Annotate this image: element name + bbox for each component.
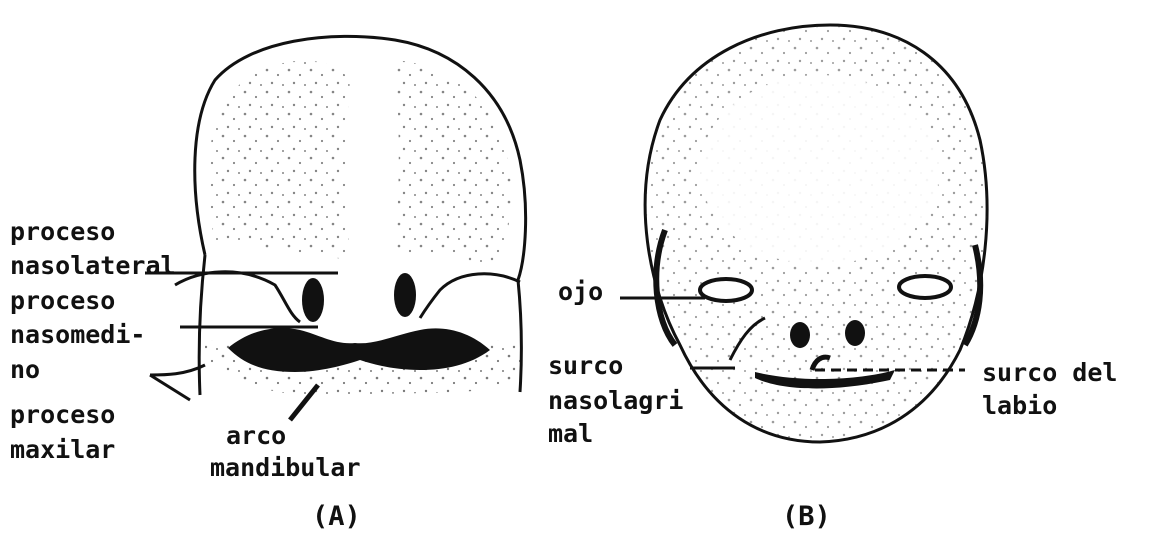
label-surco-nasolagrimal-3: mal: [548, 421, 593, 446]
label-surco-del-labio-2: labio: [982, 393, 1057, 418]
figure-a-drawing: [145, 36, 526, 420]
label-proceso-nasolateral-1: proceso: [10, 219, 115, 244]
pointer-maxilar: [150, 375, 190, 400]
eye-left: [700, 279, 752, 301]
nasal-pit-left: [302, 278, 324, 322]
label-proceso-nasomedial-3: no: [10, 357, 40, 382]
label-proceso-nasolateral-2: nasolateral: [10, 253, 176, 278]
caption-b: (B): [782, 503, 831, 530]
label-surco-nasolagrimal-1: surco: [548, 353, 623, 378]
label-proceso-maxilar-1: proceso: [10, 402, 115, 427]
label-arco-mandibular-2: mandibular: [210, 455, 361, 480]
figure-b-drawing: [620, 25, 987, 442]
maxillary-line: [150, 365, 205, 375]
nostril-left: [790, 322, 810, 348]
label-proceso-nasomedial-1: proceso: [10, 288, 115, 313]
label-proceso-nasomedial-2: nasomedi-: [10, 322, 145, 347]
label-proceso-maxilar-2: maxilar: [10, 437, 115, 462]
eye-right: [899, 276, 951, 298]
label-surco-del-labio-1: surco del: [982, 360, 1117, 385]
label-surco-nasolagrimal-2: nasolagri: [548, 388, 683, 413]
nasal-pit-right: [394, 273, 416, 317]
nostril-right: [845, 320, 865, 346]
nasolateral-left: [175, 272, 300, 322]
head-a-stipple-right: [395, 60, 511, 270]
label-ojo: ojo: [558, 279, 603, 304]
label-arco-mandibular-1: arco: [226, 423, 286, 448]
head-a-stipple-left: [207, 61, 350, 260]
nasolateral-right: [420, 274, 520, 318]
caption-a: (A): [312, 503, 361, 530]
